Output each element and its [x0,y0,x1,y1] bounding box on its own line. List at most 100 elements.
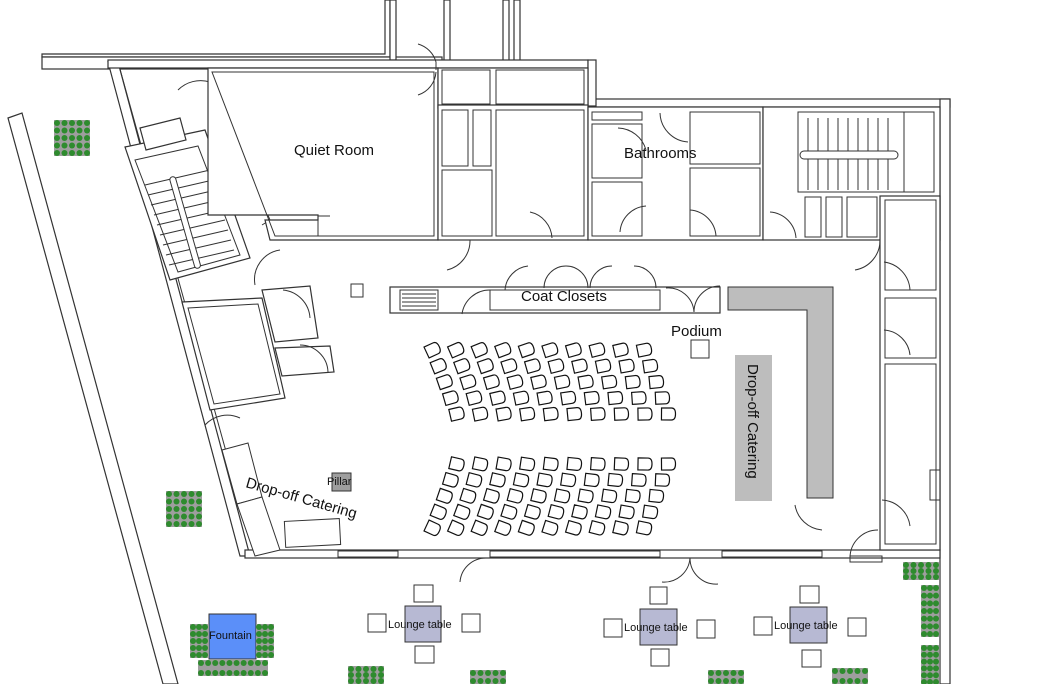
chair [536,472,553,488]
plant-leaf [355,672,362,678]
plant-leaf [708,678,714,684]
chair [470,342,488,359]
chair [648,488,665,503]
chair [489,472,506,488]
plant-leaf [268,624,274,630]
chair [471,456,489,472]
plant-leaf [188,506,195,512]
chair [446,519,465,537]
plant-leaf [363,678,369,684]
plant-leaf [927,658,933,665]
plant-leaf [348,672,354,678]
plant-leaf [921,623,927,630]
plant-leaf [470,670,476,676]
plant-leaf [262,652,268,658]
plant-leaf [196,506,202,512]
lounge-set-1: Lounge table [367,584,481,664]
corridor-post-c [502,0,510,69]
plant-leaf [173,491,180,497]
chair [547,358,565,375]
plant-leaf [500,678,506,684]
plant-leaf [910,574,917,580]
chair [637,407,653,421]
plant-leaf [378,678,384,684]
plant-leaf [370,672,377,678]
chair [618,358,635,374]
plant-leaf [84,127,90,134]
plant-leaf [256,631,262,637]
chair [589,456,606,471]
plant-leaf [355,678,362,684]
plant-leaf [84,120,90,126]
plant-leaf [854,668,861,674]
chair [489,390,506,406]
plant-leaf [256,645,262,651]
plant-leaf [268,638,274,644]
bathrooms-label: Bathrooms [624,145,697,162]
plant-leaf [196,652,202,658]
plant-leaf [54,135,60,141]
stairs-left [124,117,251,281]
plant-leaf [832,668,838,674]
plant-leaf [188,521,195,527]
plant-leaf [738,670,744,676]
plant-leaf [190,645,196,651]
plant-leaf [54,142,60,149]
chair [495,406,512,422]
chair [453,358,471,375]
chair [600,488,618,504]
chair [589,407,606,422]
plant-leaf [903,568,909,574]
chair [517,342,535,359]
plant-leaf [832,678,838,684]
plant-leaf [492,678,499,684]
chair [459,487,477,504]
chair [465,471,483,488]
plant-leaf [933,672,939,679]
chair [542,406,559,422]
chair [453,503,471,520]
corridor-post-b [443,0,451,69]
plant-leaf [378,666,384,672]
door-stairs-top [177,80,213,99]
chair [518,406,536,422]
chair [612,520,629,536]
plant-leaf [262,670,268,676]
plant-leaf [927,672,933,679]
plant-leaf [918,562,924,568]
plant-leaf [196,631,202,637]
east-rooms [849,195,941,559]
plant-leaf [921,645,927,651]
south-facade [337,550,883,563]
chair [471,406,489,422]
lounge-table-2 [639,608,678,646]
plant-leaf [862,678,868,684]
plant-leaf [268,652,274,658]
plant-leaf [485,670,491,676]
plant-leaf [69,120,75,126]
plant-leaf [268,631,274,637]
plant-leaf [205,660,212,666]
plant-leaf [918,574,924,580]
chair [530,488,547,504]
plant-leaf [348,666,354,672]
chair [618,504,635,520]
door-stairs-low [254,249,281,286]
plant-leaf [477,678,484,684]
coat-closets-label: Coat Closets [521,288,607,305]
plant-leaf [173,521,180,527]
plant-leaf [925,562,932,568]
plant-leaf [188,513,195,520]
chair [518,456,536,472]
plant-leaf [921,651,927,658]
chair [476,358,494,375]
chair [542,456,559,472]
plant-leaf [470,678,476,684]
plant-leaf [921,600,927,607]
left-outer-wall [7,112,179,684]
plant-leaf [925,574,932,580]
chair [429,503,447,520]
plant-leaf [226,670,233,676]
plant-leaf [363,672,369,678]
plant-leaf [723,670,729,676]
